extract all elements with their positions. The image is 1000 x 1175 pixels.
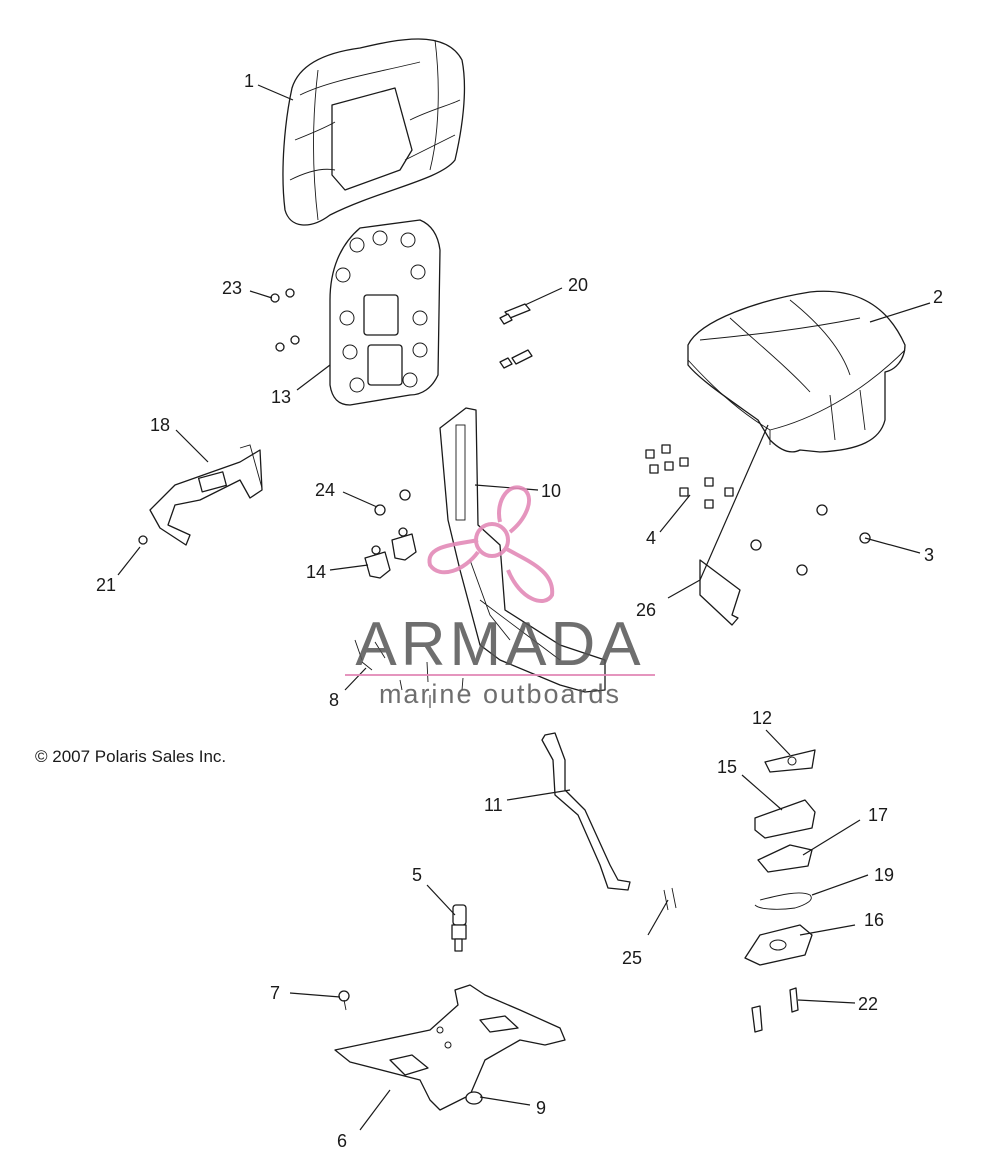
seat-back-cushion xyxy=(282,38,466,226)
callout-12: 12 xyxy=(752,708,772,728)
callout-1: 1 xyxy=(244,71,254,91)
callout-23: 23 xyxy=(222,278,242,298)
grommet-9 xyxy=(465,1091,483,1105)
callout-10: 10 xyxy=(541,481,561,501)
seat-cushion xyxy=(687,290,906,453)
callout-25: 25 xyxy=(622,948,642,968)
callout-22: 22 xyxy=(858,994,878,1014)
callout-8: 8 xyxy=(329,690,339,710)
latch-pin-5 xyxy=(451,904,467,952)
base-plate xyxy=(334,984,566,1111)
callout-21: 21 xyxy=(96,575,116,595)
callout-9: 9 xyxy=(536,1098,546,1118)
watermark-brand: ARMADA xyxy=(355,610,644,679)
callout-6: 6 xyxy=(337,1131,347,1151)
callout-14: 14 xyxy=(306,562,326,582)
nuts-24 xyxy=(374,489,411,516)
watermark-propeller-logo xyxy=(427,485,555,603)
bolts-8 xyxy=(354,639,464,708)
callout-19: 19 xyxy=(874,865,894,885)
bumpers-14 xyxy=(364,527,417,579)
spring-19 xyxy=(754,892,812,910)
latch-stack xyxy=(744,749,816,966)
label-26 xyxy=(699,559,741,626)
copyright-notice: © 2007 Polaris Sales Inc. xyxy=(35,747,226,766)
screws-20 xyxy=(499,303,533,369)
callout-20: 20 xyxy=(568,275,588,295)
watermark-tagline: marine outboards xyxy=(379,679,621,709)
callout-24: 24 xyxy=(315,480,335,500)
callout-labels: 1 2 3 4 5 6 7 8 9 10 11 12 13 14 15 16 1… xyxy=(96,71,943,1151)
pad-15 xyxy=(754,799,816,839)
seat-back-plate xyxy=(329,219,441,406)
pins-25 xyxy=(663,887,677,911)
callout-11: 11 xyxy=(484,795,503,815)
callout-3: 3 xyxy=(924,545,934,565)
fasteners xyxy=(138,288,871,708)
screw-7 xyxy=(338,990,350,1011)
handle-17 xyxy=(757,844,813,873)
callout-17: 17 xyxy=(868,805,888,825)
callout-4: 4 xyxy=(646,528,656,548)
nuts-23 xyxy=(270,288,300,352)
callout-13: 13 xyxy=(271,387,291,407)
screw-21 xyxy=(138,535,148,545)
callout-7: 7 xyxy=(270,983,280,1003)
callout-15: 15 xyxy=(717,757,737,777)
callout-16: 16 xyxy=(864,910,884,930)
leader-lines xyxy=(117,84,931,1131)
latch-rod xyxy=(541,732,631,891)
callout-18: 18 xyxy=(150,415,170,435)
clips-4 xyxy=(645,444,734,509)
callout-5: 5 xyxy=(412,865,422,885)
callout-2: 2 xyxy=(933,287,943,307)
callout-26: 26 xyxy=(636,600,656,620)
bolts-22 xyxy=(751,987,799,1033)
bracket-18 xyxy=(149,444,263,546)
nuts-3 xyxy=(750,504,871,576)
watermark: ARMADA marine outboards xyxy=(345,485,655,709)
